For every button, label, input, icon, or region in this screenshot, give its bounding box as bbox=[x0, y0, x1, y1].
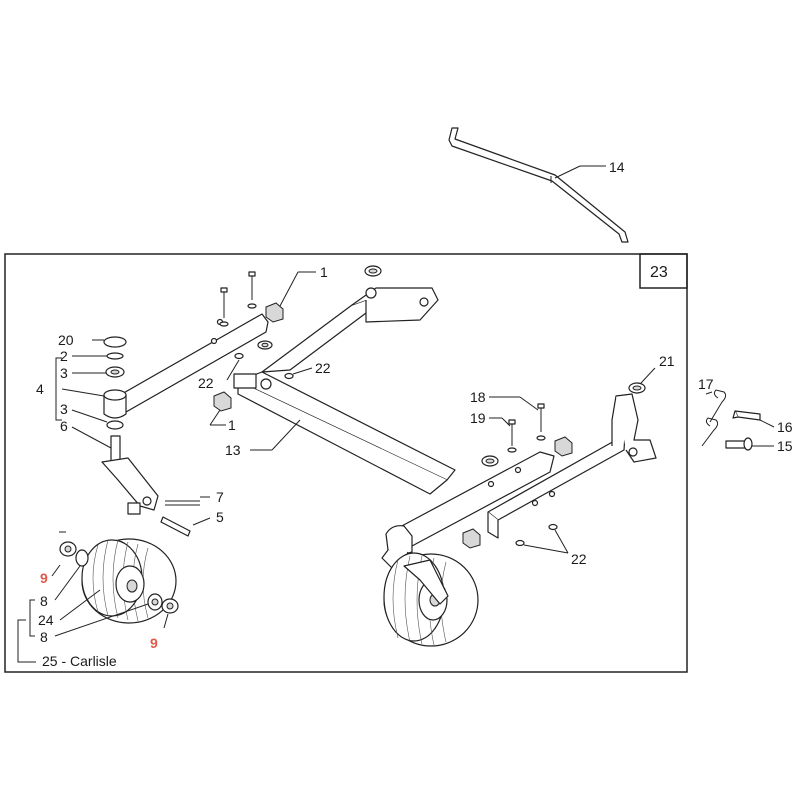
label-25: 25 - Carlisle bbox=[42, 653, 117, 669]
label-13: 13 bbox=[225, 442, 241, 458]
bracket-25 bbox=[17, 619, 36, 663]
label-6: 6 bbox=[60, 418, 68, 434]
leader-19b bbox=[501, 417, 511, 427]
clip-part-17 bbox=[701, 389, 727, 447]
label-9b: 9 bbox=[150, 635, 158, 651]
leader-3b bbox=[71, 409, 108, 423]
label-14: 14 bbox=[609, 159, 625, 175]
leader-4 bbox=[61, 388, 105, 397]
right-side-arm bbox=[487, 393, 657, 539]
bearing-part-8-right bbox=[147, 593, 163, 611]
leader-1b bbox=[209, 409, 221, 426]
nut-part-22-d bbox=[548, 523, 558, 531]
label-1a: 1 bbox=[320, 264, 328, 280]
label-3b: 3 bbox=[60, 401, 68, 417]
label-19: 19 bbox=[470, 410, 486, 426]
nut-part-22-b bbox=[284, 372, 294, 380]
label-5: 5 bbox=[216, 509, 224, 525]
label-22a: 22 bbox=[198, 375, 214, 391]
bushing-part-1-top bbox=[265, 302, 284, 323]
leader-1a bbox=[279, 271, 299, 307]
label-20: 20 bbox=[58, 332, 74, 348]
label-4: 4 bbox=[36, 381, 44, 397]
leader-22c bbox=[523, 544, 569, 554]
leader-18b bbox=[519, 396, 539, 411]
leader-5 bbox=[192, 517, 211, 526]
leader-8a bbox=[54, 565, 81, 601]
leader-22a bbox=[226, 359, 240, 381]
pin-part-15 bbox=[725, 437, 753, 451]
leader-14 bbox=[554, 165, 581, 179]
nut-part-22-c bbox=[515, 539, 525, 547]
bearing-part-8-left bbox=[75, 549, 89, 567]
leader-24 bbox=[59, 589, 101, 621]
leader-16 bbox=[759, 419, 775, 428]
label-15: 15 bbox=[777, 438, 793, 454]
label-17: 17 bbox=[698, 376, 714, 392]
leader-17 bbox=[705, 391, 713, 395]
right-wheel bbox=[383, 552, 479, 647]
axle-frame-part-13 bbox=[233, 287, 456, 495]
fork bbox=[101, 457, 159, 511]
bushing-part-1-bottom bbox=[213, 391, 232, 412]
bolt-part-19 bbox=[507, 419, 517, 453]
callout-labels: 23 14 1 1 22 22 13 20 2 3 4 3 6 7 5 9 8 … bbox=[36, 159, 793, 669]
label-9a: 9 bbox=[40, 570, 48, 586]
label-3a: 3 bbox=[60, 365, 68, 381]
label-18: 18 bbox=[470, 389, 486, 405]
bearing-part-3-bottom bbox=[106, 420, 124, 430]
label-24: 24 bbox=[38, 612, 54, 628]
leader-8b bbox=[54, 603, 149, 637]
leader-21 bbox=[640, 367, 656, 384]
label-2: 2 bbox=[60, 348, 68, 364]
label-8a: 8 bbox=[40, 593, 48, 609]
label-7: 7 bbox=[216, 489, 224, 505]
cap-part-20 bbox=[103, 336, 127, 348]
pin-part-5 bbox=[160, 516, 191, 537]
rod-part-14 bbox=[448, 127, 629, 243]
label-8b: 8 bbox=[40, 629, 48, 645]
washer-part-2 bbox=[106, 352, 124, 360]
nut-part-9-left bbox=[59, 531, 77, 557]
caster-stack bbox=[101, 336, 159, 515]
bracket-4 bbox=[55, 357, 62, 421]
stem-part-6 bbox=[110, 435, 121, 463]
leader-9b bbox=[163, 613, 169, 629]
nut-part-9-right bbox=[161, 598, 179, 614]
leader-13 bbox=[271, 419, 301, 451]
bolt-left-1 bbox=[219, 287, 229, 327]
label-22c: 22 bbox=[571, 551, 587, 567]
frame-label-box bbox=[639, 253, 688, 289]
leader-22d bbox=[554, 529, 569, 554]
label-23: 23 bbox=[650, 264, 668, 281]
clip-part-7 bbox=[165, 500, 200, 506]
label-21: 21 bbox=[659, 353, 675, 369]
leader-22b bbox=[292, 367, 313, 375]
bushing-right-a bbox=[554, 436, 573, 457]
leader-9a bbox=[51, 564, 61, 577]
nut-part-22-a bbox=[234, 352, 244, 360]
label-22b: 22 bbox=[315, 360, 331, 376]
label-16: 16 bbox=[777, 419, 793, 435]
assembly-frame bbox=[4, 253, 688, 673]
bushing-right-b bbox=[462, 528, 481, 549]
leader-6 bbox=[71, 426, 112, 449]
pin-part-16 bbox=[732, 410, 761, 421]
bolt-left-2 bbox=[247, 271, 257, 309]
bracket-24 bbox=[29, 599, 35, 637]
label-1b: 1 bbox=[228, 417, 236, 433]
bolt-part-18 bbox=[536, 403, 546, 441]
